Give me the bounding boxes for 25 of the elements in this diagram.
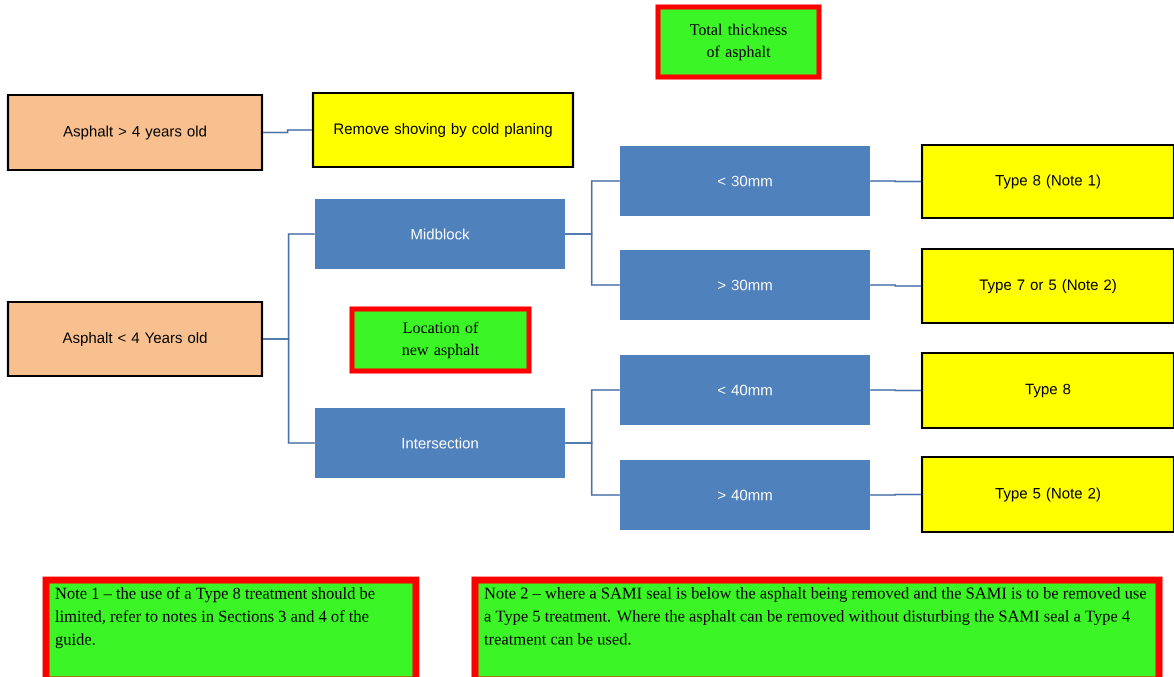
note-box: Note 2 – where a SAMI seal is below the asphalt being removed and the SAMI is to be removed use a Type 5 treatment. Where the asphalt can be removed without disturbing the SAMI seal a Type 4 treatment can be used. — [471, 576, 1163, 677]
treatment-box: Type 7 or 5 (Note 2) — [920, 247, 1174, 325]
connector-line — [869, 493, 922, 496]
category-box: Midblock — [315, 199, 565, 269]
connector-line — [564, 233, 621, 286]
connector-line — [564, 442, 621, 496]
connector-line — [262, 129, 313, 134]
heading-box: Location of new asphalt — [349, 306, 532, 374]
age-box: Asphalt < 4 Years old — [6, 300, 264, 378]
category-box: < 30mm — [620, 146, 870, 216]
age-box: Asphalt > 4 years old — [6, 93, 264, 172]
category-box: > 30mm — [620, 250, 870, 320]
note-box: Note 1 – the use of a Type 8 treatment should be limited, refer to notes in Sections 3 and 4 of the guide. — [42, 576, 420, 677]
connector-line — [262, 338, 316, 444]
heading-box: Total thickness of asphalt — [655, 4, 822, 80]
category-box: Intersection — [315, 408, 565, 478]
category-box: > 40mm — [620, 460, 870, 530]
treatment-box: Remove shoving by cold planing — [311, 91, 575, 169]
category-box: < 40mm — [620, 355, 870, 425]
connector-line — [869, 284, 922, 287]
connector-line — [869, 180, 922, 183]
treatment-box: Type 8 — [920, 351, 1174, 430]
treatment-box: Type 8 (Note 1) — [920, 143, 1174, 220]
connector-line — [869, 389, 922, 392]
treatment-box: Type 5 (Note 2) — [920, 455, 1174, 534]
